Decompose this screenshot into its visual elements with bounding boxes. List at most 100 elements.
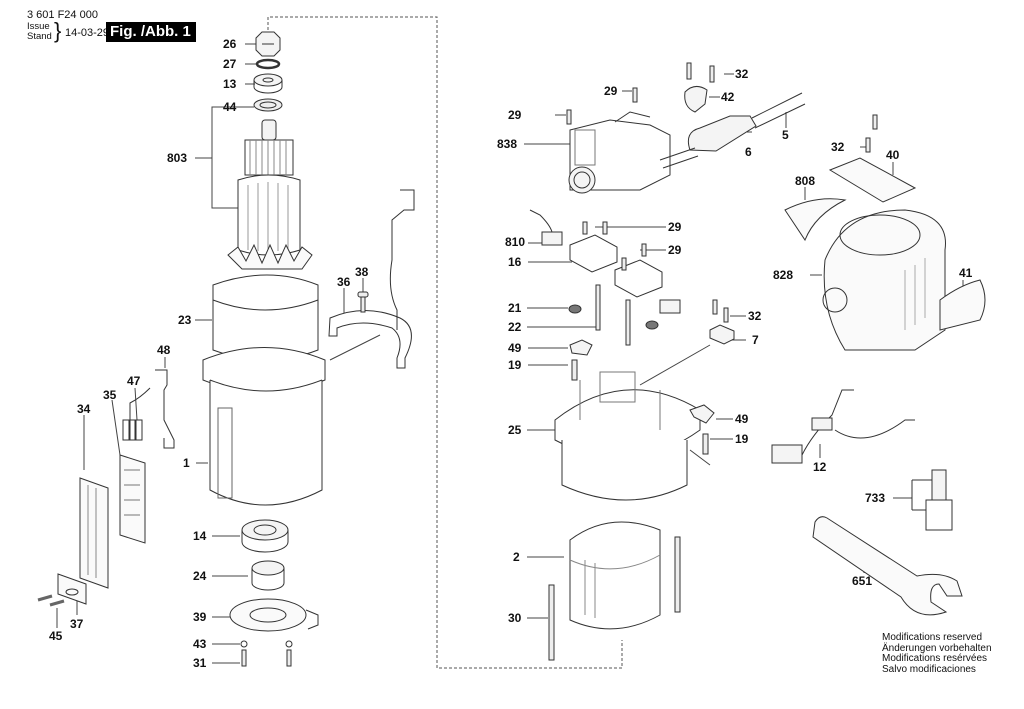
issue-label-de: Stand [27,31,52,42]
label-41: 41 [959,266,973,280]
part-733-collet [911,469,953,531]
note-line-en: Modifications reserved [882,632,983,643]
label-16: 16 [508,255,522,269]
part-651-spanner [812,516,963,616]
label-26: 26 [223,37,237,51]
part-32-screws-c [712,299,729,323]
part-22-rod [595,284,631,346]
part-21-spring [568,304,659,330]
part-39-base-ring [229,598,319,632]
part-19-screw-b [702,433,709,455]
label-37: 37 [70,617,84,631]
label-19-a: 19 [508,358,522,372]
label-13: 13 [223,77,237,91]
label-651: 651 [852,574,873,588]
label-47: 47 [127,374,141,388]
label-40: 40 [886,148,900,162]
part-838-switch-housing [568,111,671,194]
part-24-bushing [251,560,285,591]
part-25-bearing-housing [554,371,701,501]
note-line-fr: Modifications resérvées [882,653,988,665]
part-1-motor-housing [202,347,326,506]
part-810-carbon-brush-b [659,299,681,314]
label-7: 7 [752,333,759,347]
part-29-screws-c [582,221,647,271]
leader-lines-right [524,73,964,619]
part-31-screws [241,649,292,667]
part-12-cable-terminal [771,389,915,464]
label-35: 35 [103,388,117,402]
note-line-de: Änderungen vorbehalten [882,642,992,654]
label-49-b: 49 [735,412,749,426]
part-14-bearing [241,519,289,553]
part-35-brush-holder-plate [119,454,146,544]
modifications-note: Modifications reserved Änderungen vorbeh… [882,632,992,675]
part-828-motor-cover [822,209,946,351]
label-29-b: 29 [604,84,618,98]
part-29-screw-a [566,109,572,125]
label-14: 14 [193,529,207,543]
label-19-b: 19 [735,432,749,446]
label-32-a: 32 [735,67,749,81]
part-6-cable-sleeve [687,115,757,152]
part-7-block [709,324,735,345]
label-22: 22 [508,320,522,334]
label-733: 733 [865,491,886,505]
label-32-b: 32 [831,140,845,154]
part-16-brush-holder [569,234,618,273]
label-48: 48 [157,343,171,357]
dashed-assembly-line [267,16,623,669]
label-6: 6 [745,145,752,159]
part-49-clip-b [689,404,715,424]
part-32-screws-a [686,62,715,83]
label-1: 1 [183,456,190,470]
label-34: 34 [77,402,91,416]
label-31: 31 [193,656,207,670]
part-2-stator [569,521,661,630]
label-5: 5 [782,128,789,142]
label-12: 12 [813,460,827,474]
issue-label: Issue Stand [27,22,52,42]
issue-date: 14-03-29 [65,27,110,39]
part-41-label [939,279,986,331]
label-29-c: 29 [668,220,682,234]
part-13-bearing [253,73,283,94]
label-32-c: 32 [748,309,762,323]
label-838: 838 [497,137,518,151]
figure-label: Fig. /Abb. 1 [106,22,196,42]
part-16-brush-holder-b [614,259,663,298]
issue-label-en: Issue [27,21,50,32]
part-29-screw-b [632,87,638,103]
label-42: 42 [721,90,735,104]
label-828: 828 [773,268,794,282]
label-43: 43 [193,637,207,651]
part-number: 3 601 F24 000 [27,9,98,21]
label-39: 39 [193,610,207,624]
leader-lines-left [56,43,381,664]
part-37-clamp [57,573,87,605]
part-810-carbon-brush [529,209,563,246]
part-cable-lead [389,189,415,330]
label-23: 23 [178,313,192,327]
label-27: 27 [223,57,237,71]
part-45-screws [37,594,65,607]
label-29-a: 29 [508,108,522,122]
part-5-cable [751,92,806,129]
note-line-es: Salvo modificaciones [882,663,976,675]
part-19-screw-a [571,359,578,381]
cable-to-switch [659,147,699,169]
part-43-washers [240,640,293,648]
label-36: 36 [337,275,351,289]
part-26-nut [255,31,281,57]
part-40-label [828,157,917,203]
label-810: 810 [505,235,526,249]
label-24: 24 [193,569,207,583]
part-48-cable [155,369,175,449]
part-36-bracket [328,310,412,369]
part-34-cover [79,477,109,589]
brace-icon: } [54,18,62,43]
part-42-clamp [684,86,708,113]
label-2: 2 [513,550,520,564]
label-29-d: 29 [668,243,682,257]
